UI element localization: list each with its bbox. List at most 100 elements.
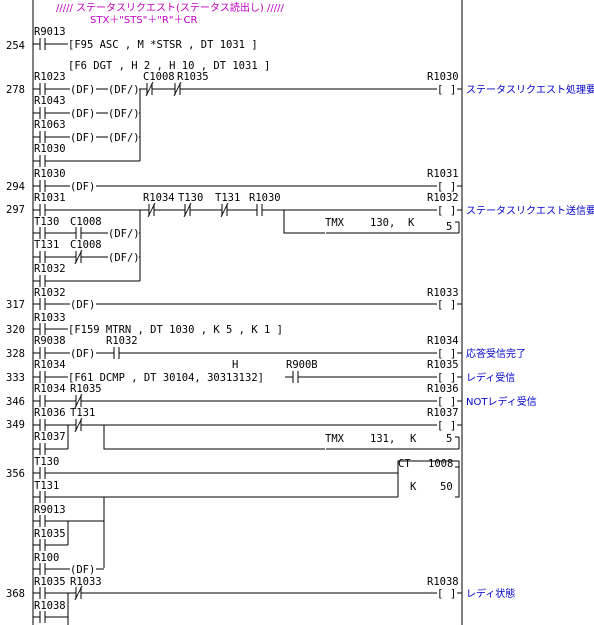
comment-278: ステータスリクエスト処理要求: [466, 83, 594, 96]
contact-label: T131: [70, 407, 95, 419]
contact-label: T130: [34, 456, 59, 468]
comment-328: 応答受信完了: [466, 347, 526, 360]
counter-number: 1008: [428, 458, 453, 470]
contact-label: R1035: [34, 576, 66, 588]
header-line-2: STX＋"STS"＋"R"＋CR: [90, 15, 197, 26]
df-not-instruction: (DF/): [108, 132, 140, 144]
step-numbers: 254 278 294 297 317 320 328 333 346 349 …: [6, 40, 25, 600]
rung-349[interactable]: R1036 T131 R1037 [ ] R1037 TMX 131, K 5: [33, 407, 462, 455]
contact-label: R1031: [34, 192, 66, 204]
step-number[interactable]: 368: [6, 588, 25, 600]
coil-bracket: ]: [450, 205, 456, 217]
df-not-instruction: (DF/): [108, 228, 140, 240]
contact-r9013[interactable]: [33, 38, 68, 50]
df-not-instruction: (DF/): [108, 252, 140, 264]
step-number[interactable]: 254: [6, 40, 25, 52]
counter-k: K: [410, 481, 417, 493]
df-instruction: (DF): [70, 132, 95, 144]
coil-bracket: ]: [450, 181, 456, 193]
comment-368: レディ状態: [466, 587, 515, 600]
contact-label: R1034: [143, 192, 175, 204]
contact-label: R1032: [34, 263, 66, 275]
rung-356[interactable]: T130 T131 CT 1008 K 50 R9013 R1035 R100 …: [33, 456, 460, 576]
step-number[interactable]: 297: [6, 204, 25, 216]
timer-k: K: [408, 217, 415, 229]
contact-label: R100: [34, 552, 59, 564]
timer-tmx-130[interactable]: TMX: [325, 217, 345, 229]
instruction-f61[interactable]: [F61 DCMP , DT 30104, 30313132]: [68, 372, 264, 384]
header-line-1: ///// ステータスリクエスト(ステータス読出し) /////: [56, 1, 284, 14]
coil-label: R1038: [427, 576, 459, 588]
contact-label: R1032: [106, 335, 138, 347]
contact-label: R1033: [70, 576, 102, 588]
contact-label: R1063: [34, 119, 66, 131]
contact-label: R1035: [70, 383, 102, 395]
step-number[interactable]: 333: [6, 372, 25, 384]
coil-bracket: [: [437, 372, 443, 384]
coil-bracket: ]: [450, 84, 456, 96]
timer-number: 131,: [370, 433, 395, 445]
contact-label: R1033: [34, 312, 66, 324]
rung-320[interactable]: R1033 [F159 MTRN , DT 1030 , K 5 , K 1 ]: [33, 312, 283, 336]
coil-bracket: [: [437, 205, 443, 217]
contact-label: C1008: [143, 71, 175, 83]
coil-bracket: [: [437, 299, 443, 311]
hex-prefix: H: [232, 359, 238, 371]
instruction-f95[interactable]: [F95 ASC , M *STSR , DT 1031 ]: [68, 39, 258, 51]
df-instruction: (DF): [70, 299, 95, 311]
timer-k: K: [410, 433, 417, 445]
comment-333: レディ受信: [466, 371, 515, 384]
df-not-instruction: (DF/): [108, 84, 140, 96]
step-number[interactable]: 349: [6, 419, 25, 431]
contact-label: R900B: [286, 359, 318, 371]
rung-297[interactable]: R1031 R1034 T130 T131 R1030 R1032 [ ] ステ…: [33, 192, 594, 287]
instruction-f159[interactable]: [F159 MTRN , DT 1030 , K 5 , K 1 ]: [68, 324, 283, 336]
coil-label: R1036: [427, 383, 459, 395]
contact-label: R1034: [34, 383, 66, 395]
contact-label: R9038: [34, 335, 66, 347]
timer-number: 130,: [370, 217, 395, 229]
step-number[interactable]: 278: [6, 84, 25, 96]
counter-ct[interactable]: CT: [398, 458, 411, 470]
coil-bracket: [: [437, 420, 443, 432]
step-number[interactable]: 346: [6, 396, 25, 408]
rung-346[interactable]: R1034 R1035 R1036 [ ] NOTレディ受信: [33, 383, 537, 409]
contact-label: R1036: [34, 407, 66, 419]
coil-bracket: ]: [450, 348, 456, 360]
rung-294[interactable]: R1030 (DF) R1031 [ ]: [33, 168, 462, 193]
step-number[interactable]: 320: [6, 324, 25, 336]
contact-label: R1043: [34, 95, 66, 107]
step-number[interactable]: 294: [6, 181, 25, 193]
coil-bracket: ]: [450, 299, 456, 311]
rung-328[interactable]: R9038 (DF) R1032 R1034 [ ] 応答受信完了: [33, 335, 526, 360]
coil-label: R1034: [427, 335, 459, 347]
contact-label: R9013: [34, 26, 66, 38]
df-instruction: (DF): [70, 348, 95, 360]
contact-label: R1032: [34, 287, 66, 299]
coil-bracket: [: [437, 396, 443, 408]
rung-333[interactable]: R1034 H R900B [F61 DCMP , DT 30104, 3031…: [33, 359, 515, 384]
contact-label: R1030: [249, 192, 281, 204]
timer-preset: 5: [446, 433, 452, 445]
coil-label: R1031: [427, 168, 459, 180]
df-not-instruction: (DF/): [108, 108, 140, 120]
timer-tmx-131[interactable]: TMX: [325, 433, 345, 445]
step-number[interactable]: 317: [6, 299, 25, 311]
contact-label: C1008: [70, 239, 102, 251]
instruction-f6[interactable]: [F6 DGT , H 2 , H 10 , DT 1031 ]: [68, 60, 270, 72]
rung-278[interactable]: R1023 (DF) (DF/) C1008 R1035 R1030 [ ] ス…: [33, 71, 594, 167]
coil-label: R1032: [427, 192, 459, 204]
contact-label: C1008: [70, 216, 102, 228]
step-number[interactable]: 328: [6, 348, 25, 360]
coil-bracket: [: [437, 181, 443, 193]
contact-label: R1035: [177, 71, 209, 83]
rung-317[interactable]: R1032 (DF) R1033 [ ]: [33, 287, 462, 311]
df-instruction: (DF): [70, 108, 95, 120]
step-number[interactable]: 356: [6, 468, 25, 480]
rung-368[interactable]: R1035 R1033 R1038 [ ] レディ状態 R1038: [33, 576, 515, 625]
rung-254[interactable]: R9013 [F95 ASC , M *STSR , DT 1031 ] [F6…: [33, 26, 270, 72]
coil-bracket: [: [437, 348, 443, 360]
coil-bracket: ]: [450, 420, 456, 432]
contact-label: R1034: [34, 359, 66, 371]
